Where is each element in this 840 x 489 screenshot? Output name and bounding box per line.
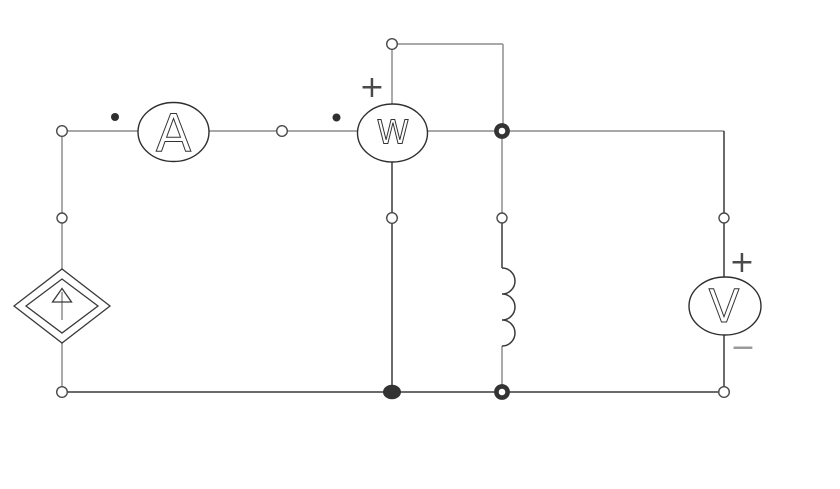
wattmeter[interactable]: W + xyxy=(332,70,429,163)
voltmeter-body xyxy=(688,276,762,336)
ammeter[interactable]: A xyxy=(111,101,210,165)
junction-dot xyxy=(383,384,401,400)
plus-sign: + xyxy=(359,70,384,105)
current-source[interactable] xyxy=(12,268,112,344)
terminal-node xyxy=(276,124,289,137)
terminal-node xyxy=(56,386,69,399)
terminal-node xyxy=(56,212,68,224)
inductor-coil xyxy=(501,267,516,347)
nodes xyxy=(56,38,731,400)
wires-dark xyxy=(62,131,725,393)
terminal-node xyxy=(718,386,731,399)
terminal-node xyxy=(718,212,730,224)
voltmeter[interactable]: V + − xyxy=(688,245,762,365)
wattmeter-label: W xyxy=(377,113,410,152)
voltmeter-label: V xyxy=(709,280,740,333)
current-source-outer-diamond xyxy=(12,268,112,344)
terminal-node xyxy=(386,38,399,51)
junction-ring xyxy=(494,123,510,139)
minus-sign: − xyxy=(730,330,755,365)
junction-ring xyxy=(494,384,510,400)
ammeter-label: A xyxy=(156,104,192,164)
polarity-dot-icon xyxy=(332,113,341,122)
wires-light xyxy=(61,43,724,387)
terminal-node xyxy=(496,212,508,224)
up-arrow-icon xyxy=(51,287,73,303)
terminal-node xyxy=(386,211,399,224)
ammeter-body xyxy=(137,101,210,163)
wattmeter-body xyxy=(356,103,429,163)
terminal-node xyxy=(56,124,69,137)
current-source-inner-diamond xyxy=(24,278,100,334)
plus-sign: + xyxy=(729,245,754,280)
polarity-dot-icon xyxy=(111,113,119,121)
inductor[interactable] xyxy=(501,267,516,347)
